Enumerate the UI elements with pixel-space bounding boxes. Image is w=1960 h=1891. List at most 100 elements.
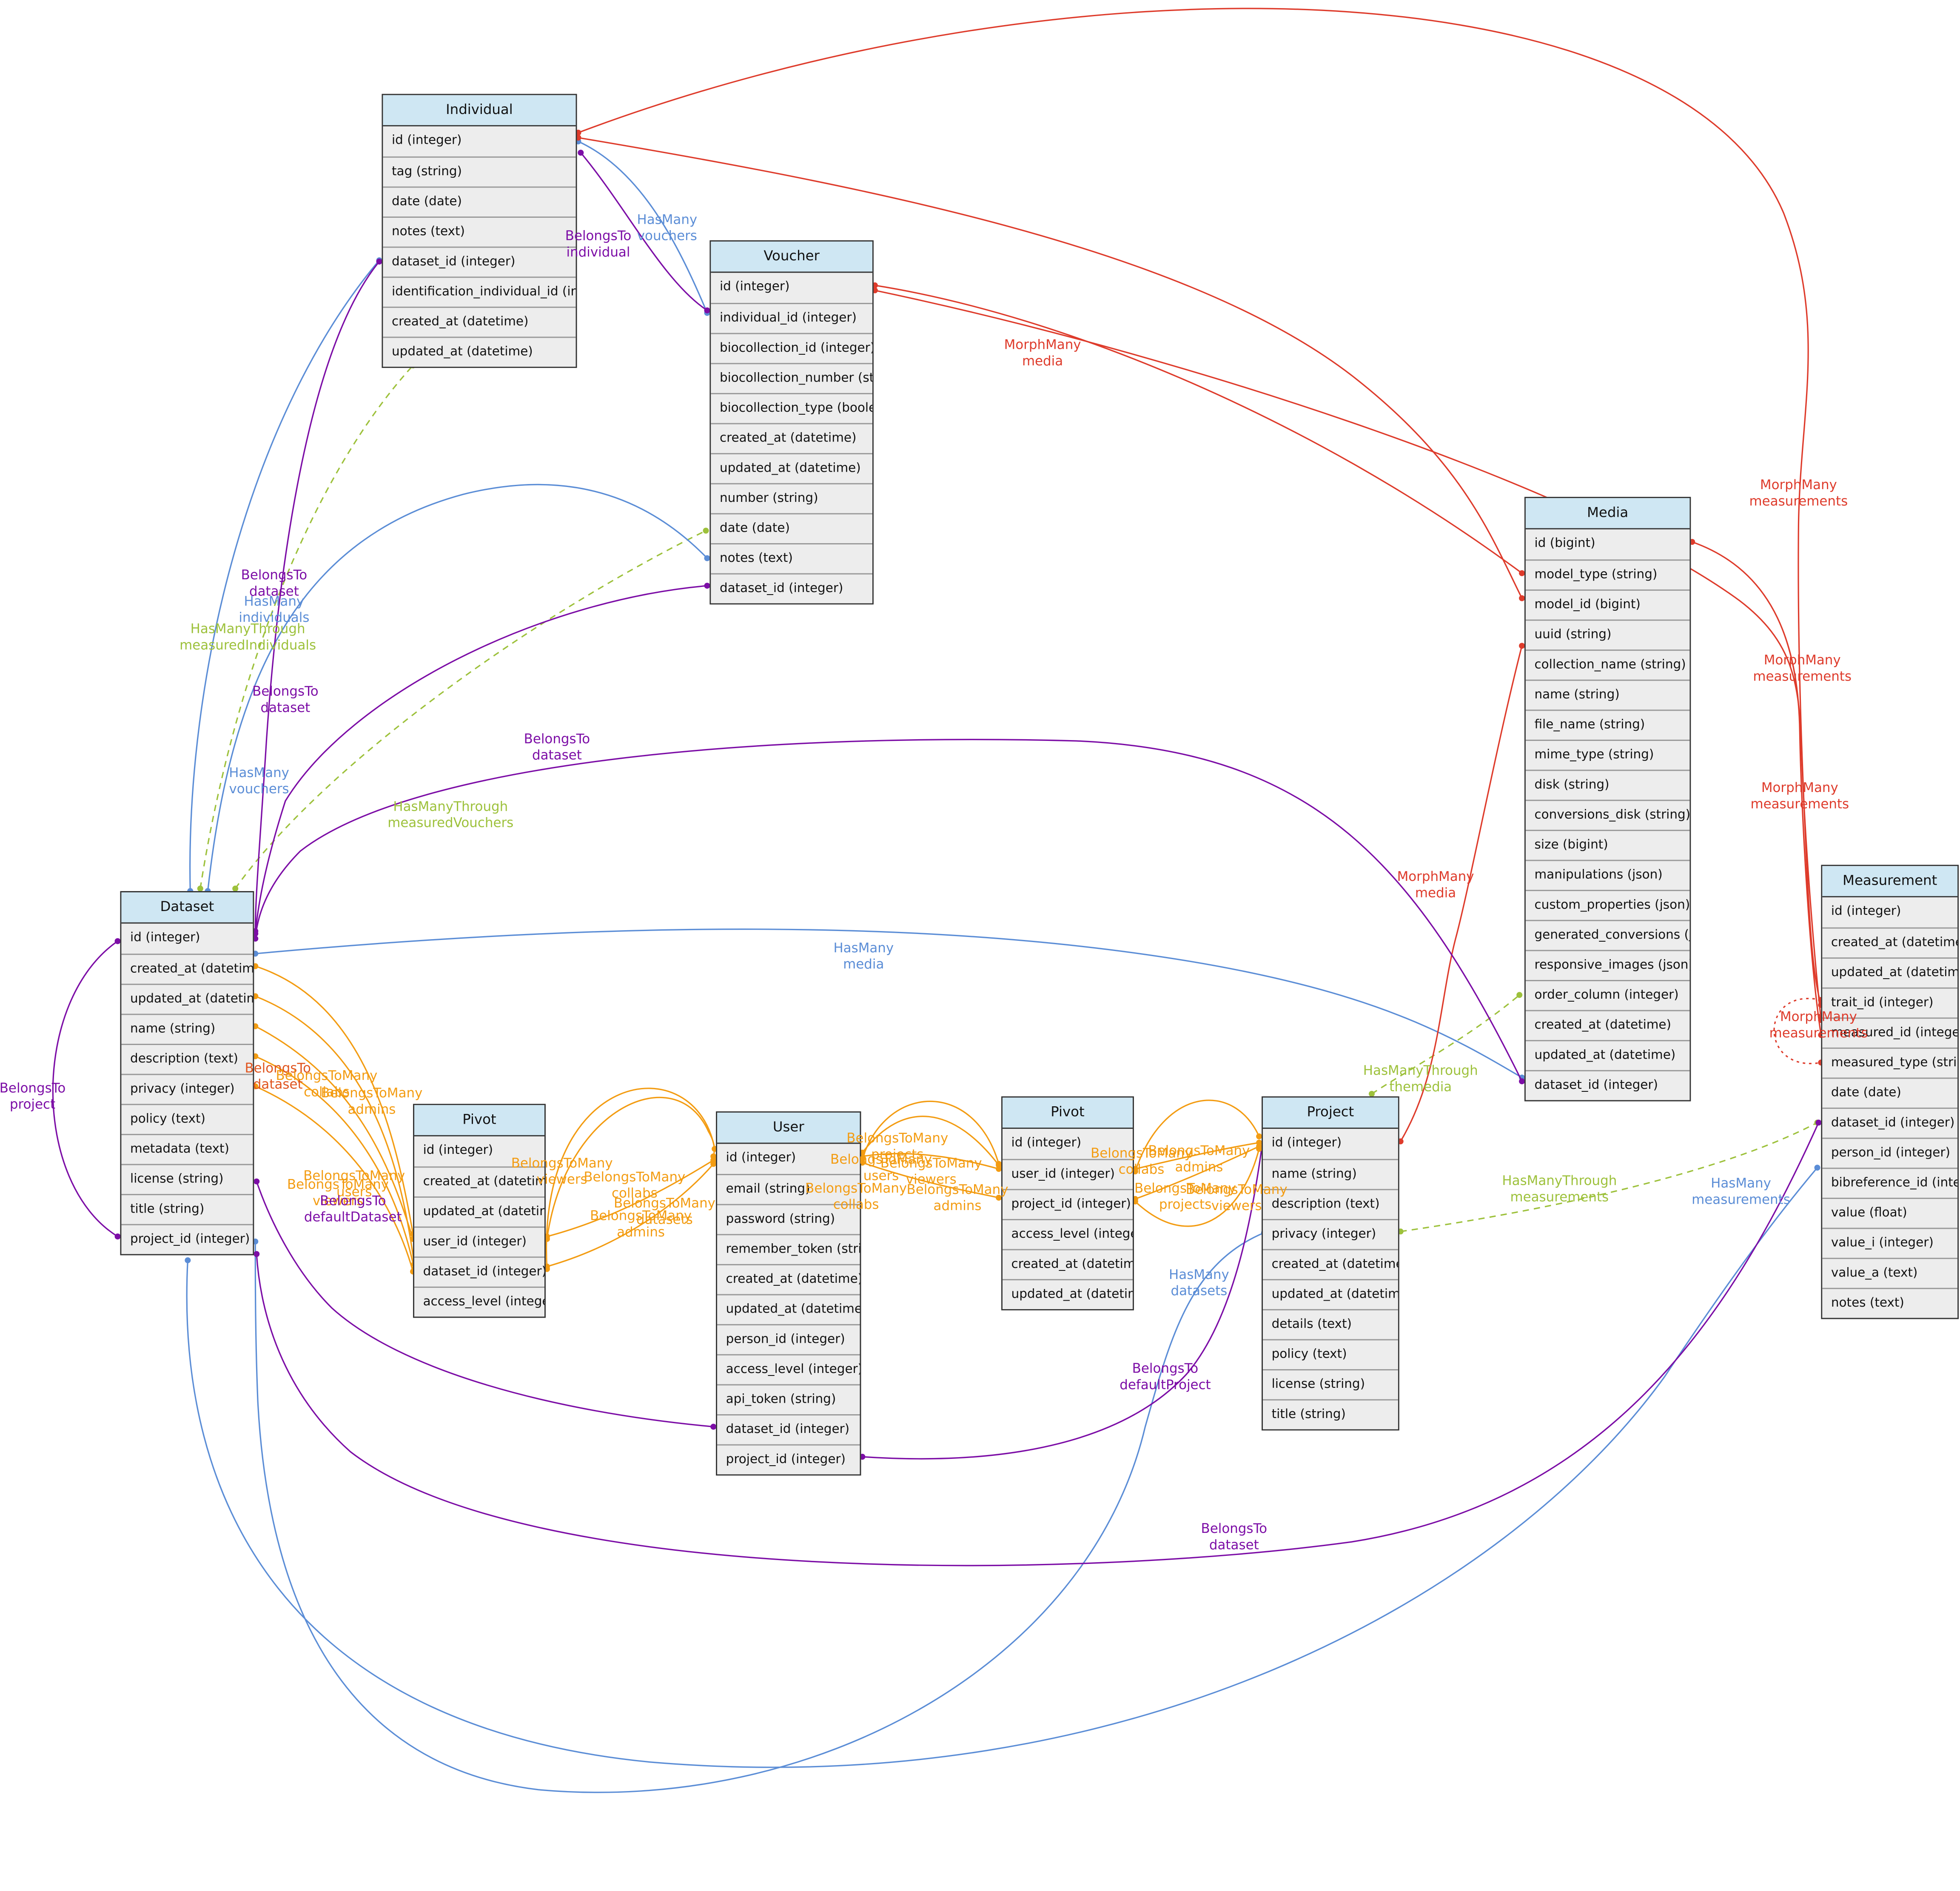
edge-dataset-pivot-2 <box>252 993 417 1267</box>
field-dataset_id: dataset_id (integer) <box>1822 1108 1958 1138</box>
field-tag: tag (string) <box>383 156 576 187</box>
field-privacy: privacy (integer) <box>121 1074 253 1104</box>
edge-user-pivot2-2 <box>859 1101 1002 1167</box>
field-license: license (string) <box>121 1164 253 1194</box>
entity-title-voucher: Voucher <box>711 241 872 273</box>
field-id: id (integer) <box>717 1144 860 1174</box>
edge-pivot2-project-3 <box>1132 1099 1262 1175</box>
field-user_id: user_id (integer) <box>1002 1159 1133 1189</box>
field-individual_id: individual_id (integer) <box>711 303 872 333</box>
field-title: title (string) <box>121 1194 253 1224</box>
field-measured_id: measured_id (integer) <box>1822 1017 1958 1048</box>
entity-title-pivot-user-project: Pivot <box>1002 1097 1133 1129</box>
field-generated_conversions: generated_conversions (json) <box>1525 920 1690 950</box>
field-project_id: project_id (integer) <box>121 1224 253 1254</box>
field-updated_at: updated_at (datetime) <box>383 336 576 367</box>
field-name: name (string) <box>1262 1159 1398 1189</box>
field-person_id: person_id (integer) <box>1822 1137 1958 1168</box>
field-details: details (text) <box>1262 1309 1398 1339</box>
field-size: size (bigint) <box>1525 829 1690 860</box>
field-responsive_images: responsive_images (json) <box>1525 950 1690 980</box>
edge-dataset-measuredvouchers <box>232 527 709 892</box>
field-privacy: privacy (integer) <box>1262 1219 1398 1249</box>
edge-user-pivot2-1 <box>859 1153 1002 1172</box>
entity-title-project: Project <box>1262 1097 1398 1129</box>
edge-project-measurements <box>1397 1119 1820 1235</box>
edge-media-measurements <box>1689 539 1824 1038</box>
field-identification_individual_id: identification_individual_id (integer) <box>383 276 576 307</box>
field-uuid: uuid (string) <box>1525 619 1690 650</box>
field-person_id: person_id (integer) <box>717 1324 860 1354</box>
edge-pivot-user-3 <box>544 1096 717 1242</box>
field-biocollection_id: biocollection_id (integer) <box>711 333 872 363</box>
field-updated_at: updated_at (datetime) <box>121 983 253 1014</box>
field-remember_token: remember_token (string) <box>717 1234 860 1264</box>
field-updated_at: updated_at (datetime) <box>1822 957 1958 988</box>
field-created_at: created_at (datetime) <box>1262 1249 1398 1279</box>
edge-dataset-project <box>52 938 121 1240</box>
field-updated_at: updated_at (datetime) <box>1525 1040 1690 1070</box>
field-notes: notes (text) <box>383 216 576 247</box>
edge-dataset-pivot-4 <box>252 1053 417 1272</box>
field-metadata: metadata (text) <box>121 1133 253 1164</box>
field-description: description (text) <box>121 1044 253 1074</box>
field-notes: notes (text) <box>1822 1287 1958 1318</box>
field-bibreference_id: bibreference_id (integer) <box>1822 1168 1958 1198</box>
field-created_at: created_at (datetime) <box>414 1166 544 1197</box>
edge-individual-dataset <box>252 258 382 934</box>
field-id: id (integer) <box>1822 897 1958 928</box>
edge-pivot-user-4 <box>544 1088 718 1272</box>
field-dataset_id: dataset_id (integer) <box>1525 1070 1690 1100</box>
field-description: description (text) <box>1262 1189 1398 1219</box>
field-dataset_id: dataset_id (integer) <box>711 573 872 604</box>
edge-pivot2-project-4 <box>1132 1146 1262 1227</box>
field-id: id (integer) <box>711 273 872 303</box>
field-date: date (date) <box>711 513 872 544</box>
field-model_type: model_type (string) <box>1525 559 1690 590</box>
field-id: id (bigint) <box>1525 529 1690 560</box>
entity-title-user: User <box>717 1112 860 1144</box>
field-mime_type: mime_type (string) <box>1525 740 1690 770</box>
entity-title-dataset: Dataset <box>121 892 253 924</box>
field-created_at: created_at (datetime) <box>1822 927 1958 958</box>
field-password: password (string) <box>717 1204 860 1234</box>
field-updated_at: updated_at (datetime) <box>717 1294 860 1324</box>
field-policy: policy (text) <box>121 1104 253 1134</box>
edge-media-dataset <box>252 739 1525 1085</box>
edge-pivot-user-1 <box>544 1157 717 1240</box>
edge-dataset-pivot-1 <box>252 963 416 1237</box>
field-access_level: access_level (integer) <box>414 1286 544 1317</box>
field-license: license (string) <box>1262 1369 1398 1399</box>
field-dataset_id: dataset_id (integer) <box>414 1256 544 1287</box>
field-dataset_id: dataset_id (integer) <box>383 246 576 277</box>
edge-measurement-self-measurements <box>1773 997 1824 1066</box>
field-trait_id: trait_id (integer) <box>1822 987 1958 1018</box>
entity-title-measurement: Measurement <box>1822 866 1958 897</box>
field-custom_properties: custom_properties (json) <box>1525 890 1690 920</box>
edge-voucher-dataset <box>252 583 710 937</box>
field-access_level: access_level (integer) <box>1002 1219 1133 1249</box>
field-user_id: user_id (integer) <box>414 1226 544 1257</box>
edge-dataset-media <box>252 928 1525 1081</box>
field-id: id (integer) <box>414 1136 544 1167</box>
field-number: number (string) <box>711 483 872 513</box>
edge-user-pivot2-3 <box>859 1159 1002 1201</box>
edge-dataset-pivot-5 <box>252 1083 416 1275</box>
field-value_a: value_a (text) <box>1822 1258 1958 1288</box>
edge-dataset-vouchers <box>205 484 710 894</box>
entity-title-individual: Individual <box>383 95 576 127</box>
field-project_id: project_id (integer) <box>1002 1189 1133 1219</box>
edge-project-themedia <box>1368 992 1523 1097</box>
field-conversions_disk: conversions_disk (string) <box>1525 800 1690 830</box>
field-api_token: api_token (string) <box>717 1384 860 1415</box>
field-created_at: created_at (datetime) <box>1002 1249 1133 1279</box>
field-updated_at: updated_at (datetime) <box>1002 1279 1133 1309</box>
entity-title-media: Media <box>1525 498 1690 530</box>
edge-dataset-measurements <box>185 1165 1820 1768</box>
field-name: name (string) <box>1525 679 1690 710</box>
